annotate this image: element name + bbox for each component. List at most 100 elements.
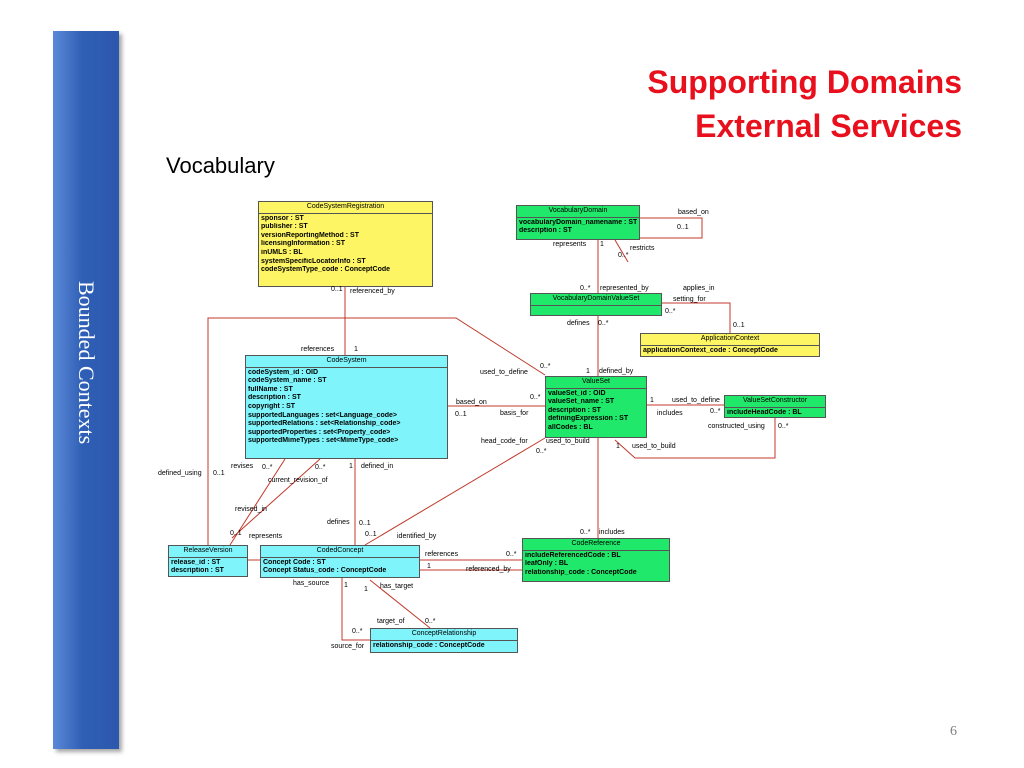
- assoc-label: 0..*: [580, 285, 591, 292]
- assoc-label: references: [425, 551, 459, 558]
- attribute: allCodes : BL: [548, 423, 593, 431]
- assoc-label: 1: [349, 463, 353, 470]
- attribute: supportedProperties : set<Property_code>: [248, 428, 391, 436]
- attribute: description : ST: [519, 227, 572, 235]
- class-value-set-constructor: ValueSetConstructor includeHeadCode : BL: [724, 395, 826, 418]
- assoc-label: constructed_using: [708, 423, 765, 430]
- assoc-label: restricts: [630, 245, 655, 252]
- assoc-label: 0..*: [710, 408, 721, 415]
- attribute: codeSystem_name : ST: [248, 377, 327, 385]
- class-name: CodeSystemRegistration: [259, 202, 432, 214]
- assoc-label: 0..*: [425, 618, 436, 625]
- class-concept-relationship: ConceptRelationship relationship_code : …: [370, 628, 518, 653]
- attribute: applicationContext_code : ConceptCode: [643, 346, 778, 354]
- attribute: valueSet_name : ST: [548, 398, 615, 406]
- assoc-label: referenced_by: [350, 288, 395, 295]
- class-name: VocabularyDomain: [517, 206, 639, 218]
- assoc-label: represents: [249, 533, 283, 540]
- class-name: CodeSystem: [246, 356, 447, 368]
- assoc-label: 0..1: [213, 470, 225, 477]
- attribute: definingExpression : ST: [548, 415, 629, 423]
- assoc-label: used_to_define: [672, 397, 720, 404]
- attribute: versionReportingMethod : ST: [261, 231, 359, 239]
- assoc-label: 1: [427, 563, 431, 570]
- assoc-label: revised_in: [235, 506, 267, 513]
- assoc-label: 0..*: [618, 252, 629, 259]
- attribute: fullName : ST: [248, 385, 293, 393]
- assoc-label: 0..1: [359, 520, 371, 527]
- assoc-label: revises: [231, 463, 254, 470]
- class-name: ApplicationContext: [641, 334, 819, 346]
- assoc-label: applies_in: [683, 285, 715, 292]
- attribute: codeSystemType_code : ConceptCode: [261, 266, 391, 274]
- assoc-label: 0..*: [536, 448, 547, 455]
- slide-subtitle: Vocabulary: [166, 153, 275, 178]
- assoc-label: 1: [600, 241, 604, 248]
- class-code-reference: CodeReference includeReferencedCode : BL…: [522, 538, 670, 582]
- assoc-label: 0..1: [230, 530, 242, 537]
- attribute: copyright : ST: [248, 402, 296, 410]
- attribute: leafOnly : BL: [525, 560, 569, 568]
- assoc-label: includes: [599, 529, 625, 536]
- assoc-label: defined_in: [361, 463, 394, 470]
- assoc-label: represented_by: [600, 285, 649, 292]
- assoc-label: used_to_define: [480, 369, 528, 376]
- assoc-label: source_for: [331, 643, 365, 650]
- class-name: VocabularyDomainValueSet: [531, 294, 661, 306]
- assoc-label: 1: [364, 586, 368, 593]
- class-name: ConceptRelationship: [371, 629, 517, 641]
- assoc-label: 0..1: [733, 322, 745, 329]
- assoc-label: 1: [354, 346, 358, 353]
- assoc-label: used_to_build: [632, 443, 676, 450]
- attribute: description : ST: [248, 394, 301, 402]
- assoc-label: 0..1: [331, 286, 343, 293]
- assoc-label: defined_by: [599, 368, 634, 375]
- class-name: CodeReference: [523, 539, 669, 551]
- attribute: relationship_code : ConceptCode: [373, 641, 485, 649]
- class-vocabulary-domain-value-set: VocabularyDomainValueSet: [530, 293, 662, 316]
- class-name: ReleaseVersion: [169, 546, 247, 558]
- assoc-label: 0..*: [540, 363, 551, 370]
- sidebar-band: Bounded Contexts: [53, 31, 119, 749]
- assoc-label: current_revision_of: [268, 477, 328, 484]
- slide-title: Supporting Domains External Services: [647, 60, 962, 148]
- assoc-label: 0..*: [506, 551, 517, 558]
- attribute: release_id : ST: [171, 558, 221, 566]
- assoc-label: has_source: [293, 580, 330, 587]
- assoc-label: 0..*: [665, 308, 676, 315]
- assoc-label: setting_for: [673, 296, 706, 303]
- attribute: description : ST: [548, 406, 601, 414]
- attribute: Concept Status_code : ConceptCode: [263, 567, 387, 575]
- attribute: vocabularyDomain_namename : ST: [519, 218, 637, 226]
- class-application-context: ApplicationContext applicationContext_co…: [640, 333, 820, 357]
- assoc-label: 0..*: [778, 423, 789, 430]
- assoc-label: 0..1: [677, 224, 689, 231]
- attribute: supportedRelations : set<Relationship_co…: [248, 420, 401, 428]
- attribute: codeSystem_id : OID: [248, 368, 319, 376]
- attribute: includeHeadCode : BL: [727, 408, 802, 416]
- assoc-label: 0..*: [580, 529, 591, 536]
- title-line-2: External Services: [695, 108, 962, 144]
- assoc-label: includes: [657, 410, 683, 417]
- assoc-label: defined_using: [158, 470, 202, 477]
- class-release-version: ReleaseVersion release_id : ST descripti…: [168, 545, 248, 577]
- assoc-label: referenced_by: [466, 566, 511, 573]
- assoc-label: based_on: [678, 209, 709, 216]
- class-coded-concept: CodedConcept Concept Code : ST Concept S…: [260, 545, 420, 578]
- class-vocabulary-domain: VocabularyDomain vocabularyDomain_namena…: [516, 205, 640, 240]
- attribute: description : ST: [171, 567, 224, 575]
- assoc-label: head_code_for: [481, 438, 528, 445]
- assoc-label: target_of: [377, 618, 405, 625]
- attribute: relationship_code : ConceptCode: [525, 568, 637, 576]
- page-number: 6: [950, 724, 957, 739]
- class-name: ValueSetConstructor: [725, 396, 825, 408]
- assoc-label: 0..*: [315, 464, 326, 471]
- attribute: supportedMimeTypes : set<MimeType_code>: [248, 437, 399, 445]
- attribute: inUMLS : BL: [261, 248, 303, 256]
- attribute: Concept Code : ST: [263, 558, 326, 566]
- class-name: CodedConcept: [261, 546, 419, 558]
- assoc-label: identified_by: [397, 533, 437, 540]
- attribute: supportedLanguages : set<Language_code>: [248, 411, 397, 419]
- class-code-system: CodeSystem codeSystem_id : OID codeSyste…: [245, 355, 448, 459]
